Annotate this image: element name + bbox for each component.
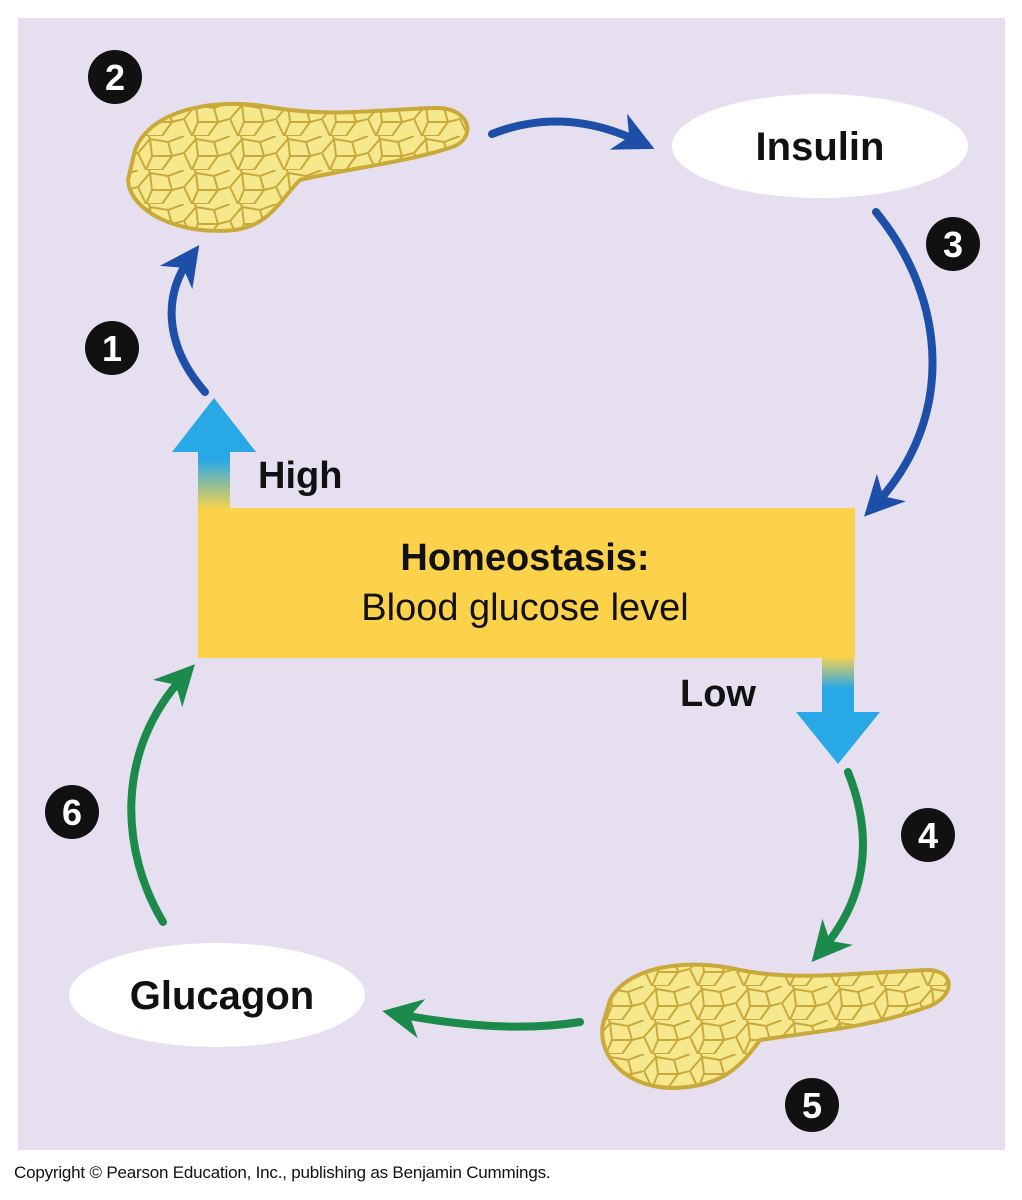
step-badge-2: 2 [88, 50, 142, 104]
step-badge-5: 5 [785, 1078, 839, 1132]
step-badge-3: 3 [926, 217, 980, 271]
high-arrow [172, 398, 256, 510]
step-badge-4: 4 [901, 808, 955, 862]
low-label: Low [680, 673, 756, 715]
step-badge-6: 6 [45, 785, 99, 839]
step-badge-1: 1 [85, 321, 139, 375]
svg-text:5: 5 [802, 1085, 822, 1126]
high-label: High [258, 455, 342, 497]
homeostasis-subtitle: Blood glucose level [361, 587, 688, 629]
low-arrow [796, 656, 880, 764]
arrow-step-4 [811, 768, 867, 963]
pancreas-bottom [600, 962, 951, 1091]
copyright-notice: Copyright © Pearson Education, Inc., pub… [14, 1163, 551, 1182]
glucagon-label: Glucagon [130, 974, 314, 1018]
svg-text:3: 3 [943, 224, 963, 265]
svg-text:6: 6 [62, 792, 82, 833]
glucagon-ellipse [69, 943, 365, 1047]
arrow-step-5 [382, 998, 584, 1039]
arrow-step-3 [864, 208, 937, 517]
homeostasis-box [198, 508, 855, 658]
arrow-step-1 [159, 244, 209, 396]
svg-text:2: 2 [105, 57, 125, 98]
arrow-step-2 [488, 113, 655, 150]
insulin-label: Insulin [756, 125, 885, 169]
arrow-step-6 [127, 664, 195, 926]
homeostasis-title: Homeostasis: [400, 537, 649, 579]
insulin-ellipse [672, 94, 968, 198]
svg-text:4: 4 [918, 815, 938, 856]
pancreas-top [125, 101, 470, 233]
svg-text:1: 1 [102, 328, 122, 369]
